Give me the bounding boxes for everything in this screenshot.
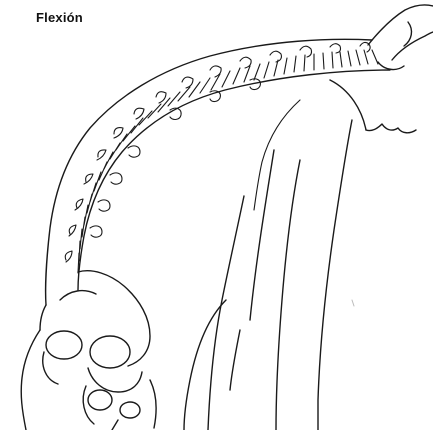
head-outline (368, 5, 433, 69)
arm-outline (184, 80, 416, 430)
rib-contour (254, 100, 300, 210)
pelvis-outline (43, 271, 156, 430)
spinal-canal-line (78, 70, 390, 290)
vertebral-column (65, 42, 378, 273)
